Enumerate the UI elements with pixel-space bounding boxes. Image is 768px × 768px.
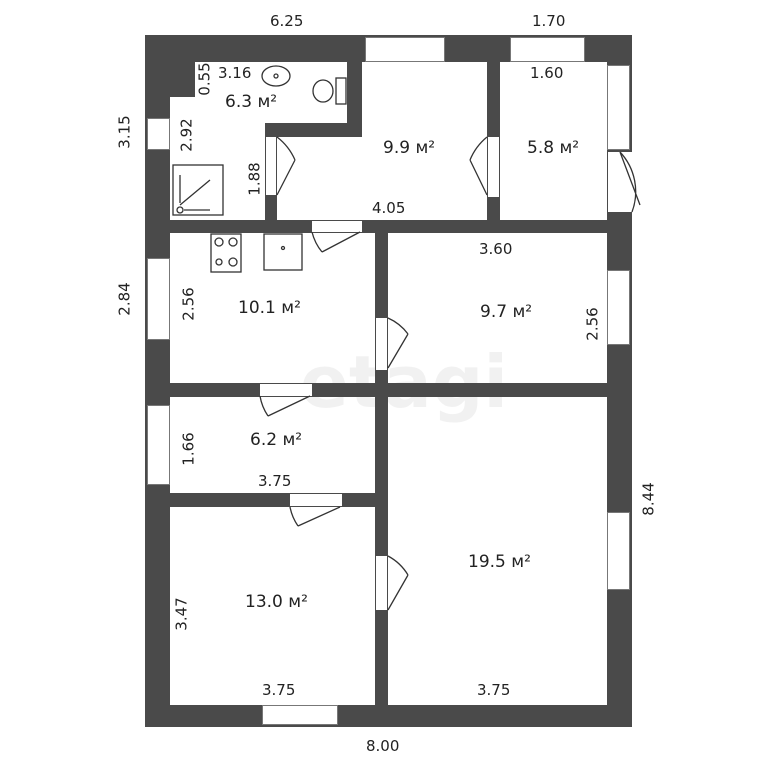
watermark: etagi — [300, 340, 509, 424]
window — [147, 118, 170, 150]
dim-bath-h1: 0.55 — [195, 62, 214, 96]
dim-bath-w: 3.16 — [218, 64, 252, 82]
window — [510, 37, 585, 62]
window — [262, 705, 338, 725]
toilet-icon — [312, 77, 347, 105]
shower-icon — [172, 164, 224, 216]
window — [607, 65, 630, 150]
area-bathroom: 6.3 м² — [225, 92, 278, 112]
dim-hall-w: 4.05 — [372, 199, 406, 217]
dim-bottom-total: 8.00 — [366, 737, 400, 755]
area-vestibule: 5.8 м² — [527, 138, 580, 158]
chimney — [170, 62, 195, 97]
dim-left-mid: 2.84 — [115, 282, 134, 316]
dim-room97-w: 3.60 — [479, 240, 513, 258]
wall — [265, 123, 362, 137]
window — [365, 37, 445, 62]
wall — [170, 220, 607, 233]
kitchen-sink-icon — [263, 233, 303, 271]
dim-small-w: 1.60 — [530, 64, 564, 82]
dim-pantry-h: 1.66 — [179, 432, 198, 466]
wall — [347, 62, 362, 137]
window — [147, 258, 170, 340]
stove-icon — [210, 233, 242, 273]
dim-pantry-w: 3.75 — [258, 472, 292, 490]
dim-room13-h: 3.47 — [172, 597, 191, 631]
dim-right-total: 8.44 — [639, 482, 658, 516]
dim-left-top: 3.15 — [115, 115, 134, 149]
wall — [145, 35, 170, 727]
dim-room97-h: 2.56 — [583, 307, 602, 341]
dim-top-total: 6.25 — [270, 12, 304, 30]
dim-room195-w: 3.75 — [477, 681, 511, 699]
window — [147, 405, 170, 485]
sink-icon — [261, 65, 291, 87]
dim-top-right: 1.70 — [532, 12, 566, 30]
dim-kitchen-h: 2.56 — [179, 287, 198, 321]
dim-room13-w: 3.75 — [262, 681, 296, 699]
window — [607, 512, 630, 590]
door-swings — [259, 136, 641, 611]
dim-bath-h2: 2.92 — [177, 118, 196, 152]
area-room-b: 13.0 м² — [245, 592, 308, 612]
area-room-a: 9.7 м² — [480, 302, 533, 322]
area-pantry: 6.2 м² — [250, 430, 303, 450]
area-hall: 9.9 м² — [383, 138, 436, 158]
dim-bath-h3: 1.88 — [245, 162, 264, 196]
area-room-c: 19.5 м² — [468, 552, 531, 572]
area-kitchen: 10.1 м² — [238, 298, 301, 318]
window — [607, 270, 630, 345]
wall — [607, 35, 632, 727]
